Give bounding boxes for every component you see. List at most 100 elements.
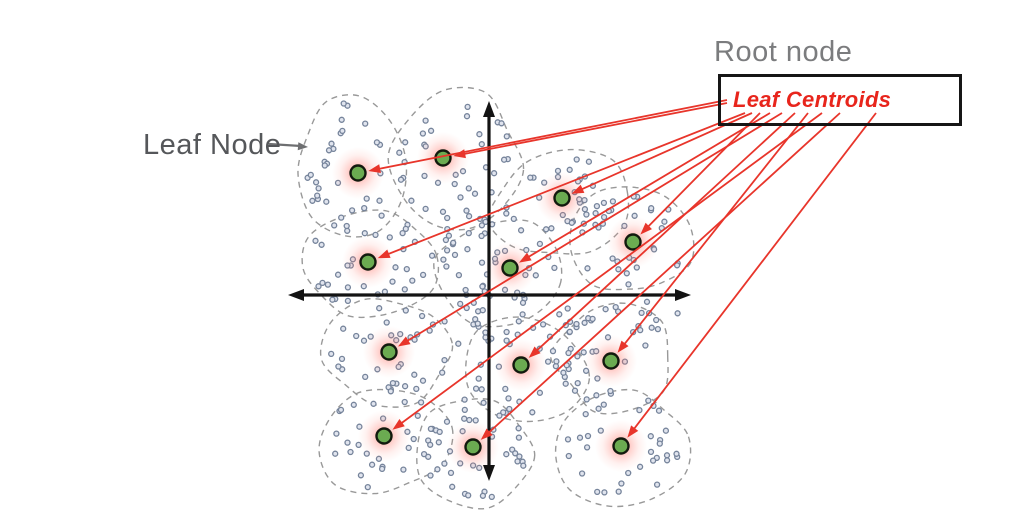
data-point xyxy=(583,211,590,218)
data-point xyxy=(520,462,527,469)
data-point xyxy=(461,396,468,403)
data-point xyxy=(566,328,573,335)
data-point xyxy=(517,227,525,234)
data-point xyxy=(401,383,409,390)
data-point xyxy=(615,488,622,495)
data-point xyxy=(482,329,489,336)
data-point xyxy=(447,469,455,477)
data-point xyxy=(362,373,369,381)
data-point xyxy=(451,251,459,259)
leaf-centroid xyxy=(553,189,571,207)
centroid-arrow-head xyxy=(397,336,411,347)
data-point xyxy=(653,316,660,324)
data-point xyxy=(314,192,321,199)
data-point xyxy=(636,406,643,414)
centroid-arrow-head xyxy=(640,222,652,235)
leaf-centroid xyxy=(501,259,519,277)
data-point xyxy=(339,127,346,135)
data-point xyxy=(471,190,479,197)
data-point xyxy=(441,356,448,364)
data-point xyxy=(443,263,450,270)
data-point xyxy=(373,139,381,146)
data-point xyxy=(502,385,509,393)
data-point xyxy=(378,212,385,219)
data-point xyxy=(515,434,523,441)
data-point xyxy=(419,271,427,279)
data-point xyxy=(583,396,590,403)
data-point xyxy=(600,401,607,408)
data-point xyxy=(519,311,526,318)
data-point xyxy=(442,236,450,244)
data-point xyxy=(478,222,486,229)
data-point xyxy=(585,158,593,165)
data-point xyxy=(519,299,527,306)
leaf-centroid xyxy=(612,437,630,455)
data-point xyxy=(673,450,680,457)
data-point xyxy=(593,202,601,210)
data-point xyxy=(414,412,421,419)
centroid-arrow-line xyxy=(397,112,823,427)
data-point xyxy=(498,120,505,127)
leaf-centroids-label: Leaf Centroids xyxy=(733,87,892,112)
y-axis-bottom-arrowhead xyxy=(483,465,495,481)
data-point xyxy=(443,247,451,254)
data-point xyxy=(645,397,652,404)
data-point xyxy=(638,309,645,317)
data-point xyxy=(642,342,649,349)
data-point xyxy=(441,460,448,467)
data-point xyxy=(581,319,588,326)
data-point xyxy=(368,461,376,468)
data-point xyxy=(319,279,326,287)
data-point xyxy=(443,418,451,425)
data-point xyxy=(564,436,572,443)
data-point xyxy=(417,399,425,406)
data-point xyxy=(601,489,608,496)
leaf-node-boundary xyxy=(433,219,563,328)
data-point xyxy=(578,470,586,477)
centroid-arrow-line xyxy=(533,112,796,354)
data-point xyxy=(340,325,347,332)
data-point xyxy=(623,270,630,277)
centroid-arrow-head xyxy=(627,425,639,438)
data-point xyxy=(463,207,470,214)
data-point xyxy=(512,450,519,457)
data-point xyxy=(465,229,472,237)
leaf-centroid xyxy=(349,164,367,182)
data-point xyxy=(490,170,498,177)
data-point xyxy=(347,448,354,456)
data-point xyxy=(574,353,581,360)
data-point xyxy=(609,198,617,205)
data-point xyxy=(464,246,471,253)
data-point xyxy=(321,162,328,169)
data-point xyxy=(600,199,608,207)
data-point xyxy=(329,296,336,303)
data-point xyxy=(427,472,434,479)
leaf-centroid xyxy=(464,438,482,456)
data-point xyxy=(401,398,408,406)
data-point xyxy=(478,232,485,240)
centroid-arrow-head xyxy=(453,149,466,159)
leaf-node-boundary xyxy=(319,297,454,408)
data-point xyxy=(436,428,443,436)
data-point xyxy=(551,264,558,272)
data-point xyxy=(402,307,409,314)
data-point xyxy=(449,483,456,490)
data-point xyxy=(427,441,434,448)
data-point xyxy=(418,312,426,320)
data-point xyxy=(312,179,320,186)
data-point xyxy=(503,210,510,217)
leaf-centroid xyxy=(380,343,398,361)
data-point xyxy=(419,377,427,384)
leaf-node-label: Leaf Node xyxy=(143,129,282,161)
data-point xyxy=(328,140,335,147)
data-point xyxy=(514,458,521,465)
data-point xyxy=(478,141,485,148)
data-point xyxy=(409,277,416,284)
data-point xyxy=(503,328,510,336)
data-point xyxy=(503,133,510,140)
data-point xyxy=(361,230,368,237)
data-point xyxy=(338,116,345,123)
data-point xyxy=(482,218,489,226)
data-point xyxy=(500,409,507,416)
leaf-node-boundary xyxy=(464,316,591,423)
